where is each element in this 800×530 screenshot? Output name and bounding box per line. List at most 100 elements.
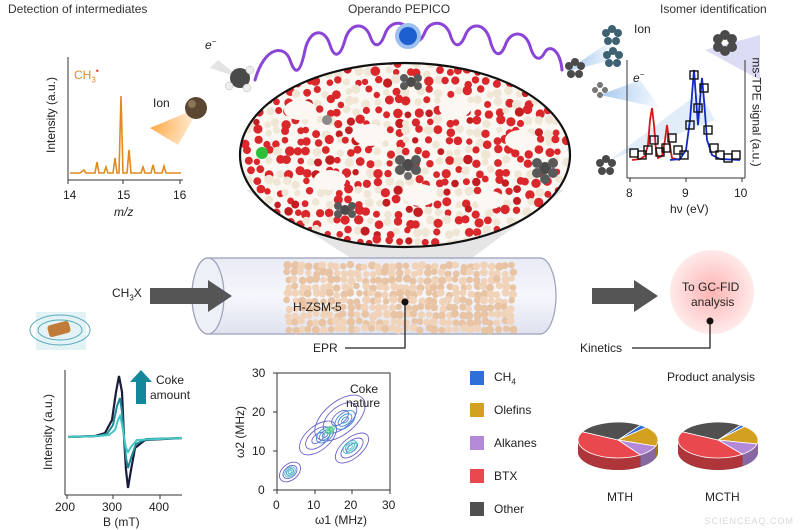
epr-xlabel: B (mT) — [103, 515, 140, 529]
inlet-arrow — [150, 280, 232, 312]
detection-tick-14: 14 — [63, 188, 77, 202]
coke-nature-line1: Coke — [350, 382, 379, 396]
isomer-data-marker — [643, 145, 653, 155]
detection-header: Detection of intermediates — [8, 2, 148, 16]
hyscore-ytick-20: 20 — [252, 405, 266, 419]
isomer-data-marker — [673, 145, 683, 155]
gc-fid-glow — [670, 250, 754, 334]
hyscore-contour — [342, 440, 358, 454]
epr-connector — [345, 303, 406, 349]
pie-label-mth: MTH — [607, 490, 633, 504]
epr-label: EPR — [313, 341, 338, 355]
isomer-ylabel: ms-TPE signal (a.u.) — [749, 57, 764, 167]
ion-molecule-icon — [185, 97, 207, 119]
isomer-tick-8: 8 — [626, 186, 633, 200]
epr-curve-mid — [67, 397, 183, 469]
hyscore-contour — [341, 416, 349, 424]
epr-plot — [64, 370, 183, 499]
coke-arrow-head — [130, 370, 152, 382]
legend-item: Olefins — [470, 403, 531, 417]
hyscore-contours — [279, 394, 370, 483]
hyscore-contour — [344, 442, 356, 452]
legend-label: Olefins — [494, 403, 532, 417]
kinetics-label: Kinetics — [580, 341, 623, 355]
electron-label: e− — [205, 37, 217, 52]
isomer-data-marker — [709, 143, 719, 153]
isomer-data-marker — [723, 153, 733, 163]
detection-plot — [67, 57, 183, 184]
epr-tick-200: 200 — [55, 500, 76, 514]
hyscore-ytick-0: 0 — [258, 483, 265, 497]
legend-label: Alkanes — [494, 436, 537, 450]
hyscore-contour — [328, 428, 332, 432]
isomer-data-marker — [731, 150, 741, 160]
isomer-data-marker — [649, 135, 659, 145]
pie-slice — [577, 431, 642, 459]
magnet-field-icon — [29, 312, 91, 350]
pie-slice — [681, 421, 742, 441]
isomer-data-marker — [699, 83, 709, 93]
pie-slice-side — [655, 440, 658, 459]
isomer-data-marker — [679, 150, 689, 160]
gc-fid-label-line2: analysis — [691, 295, 735, 309]
hyscore-contour — [334, 410, 356, 430]
legend-item: CH4 — [470, 370, 516, 386]
legend-swatch — [470, 469, 484, 483]
pie-label-mcth: MCTH — [705, 490, 740, 504]
coke-amount-line1: Coke — [156, 373, 185, 387]
legend-label: Other — [494, 502, 525, 516]
hyscore-contour — [282, 464, 298, 480]
isomer-data-marker — [685, 120, 695, 130]
hyscore-xtick-0: 0 — [273, 498, 280, 512]
isomer-molecule-icons — [565, 25, 737, 175]
isomer-spectrum-plot — [626, 60, 746, 182]
watermark: SCIENCEAQ.COM — [704, 516, 794, 526]
isomer-data-marker — [689, 70, 699, 80]
hyscore-contour — [325, 425, 335, 435]
legend-item: Other — [470, 502, 524, 516]
legend-swatch — [470, 371, 484, 386]
hyscore-xtick-30: 30 — [382, 498, 396, 512]
epr-tick-300: 300 — [102, 500, 123, 514]
reactor-tube — [191, 257, 557, 335]
ion-beam-cone — [150, 107, 200, 145]
legend-label: BTX — [494, 469, 518, 483]
hyscore-xtick-10: 10 — [307, 498, 321, 512]
product-analysis-title: Product analysis — [667, 370, 756, 384]
pie-slice-side — [640, 446, 656, 467]
legend-swatch — [470, 403, 484, 417]
hyscore-contour — [347, 444, 353, 450]
coke-amount-line2: amount — [150, 388, 191, 402]
isomer-data-marker — [703, 125, 713, 135]
legend-item: Alkanes — [470, 436, 537, 450]
hyscore-contour — [326, 426, 334, 434]
hyscore-contour — [284, 466, 296, 478]
isomer-ion-label: Ion — [634, 22, 651, 36]
hyscore-ytick-10: 10 — [252, 444, 266, 458]
epr-ylabel: Intensity (a.u.) — [41, 393, 56, 471]
pie-slice — [581, 421, 642, 441]
product-pies — [577, 421, 759, 471]
hyscore-contour — [286, 468, 294, 476]
photon-source-icon — [395, 23, 421, 49]
catalyst-bed — [283, 260, 518, 335]
pie-slice-side — [578, 440, 641, 471]
isomer-header: Isomer identification — [660, 2, 767, 16]
hyscore-plot — [273, 372, 391, 494]
kinetics-connector — [632, 322, 711, 349]
pie-slice — [677, 431, 744, 459]
isomer-xlabel: hν (eV) — [670, 202, 709, 216]
pie-slice-side — [742, 443, 758, 467]
isomer-electron-label: e− — [633, 70, 645, 85]
hyscore-xlabel: ω1 (MHz) — [315, 513, 368, 527]
detection-tick-15: 15 — [117, 188, 131, 202]
catalyst-label: H-ZSM-5 — [293, 300, 342, 314]
detection-ylabel: Intensity (a.u.) — [44, 76, 59, 154]
neutral-molecule-icon — [230, 68, 250, 88]
ion-label: Ion — [153, 96, 170, 110]
aromatic-molecule-icon — [395, 155, 421, 180]
epr-curve-light — [67, 413, 183, 455]
outlet-arrow — [592, 280, 658, 312]
hyscore-ytick-30: 30 — [252, 366, 266, 380]
